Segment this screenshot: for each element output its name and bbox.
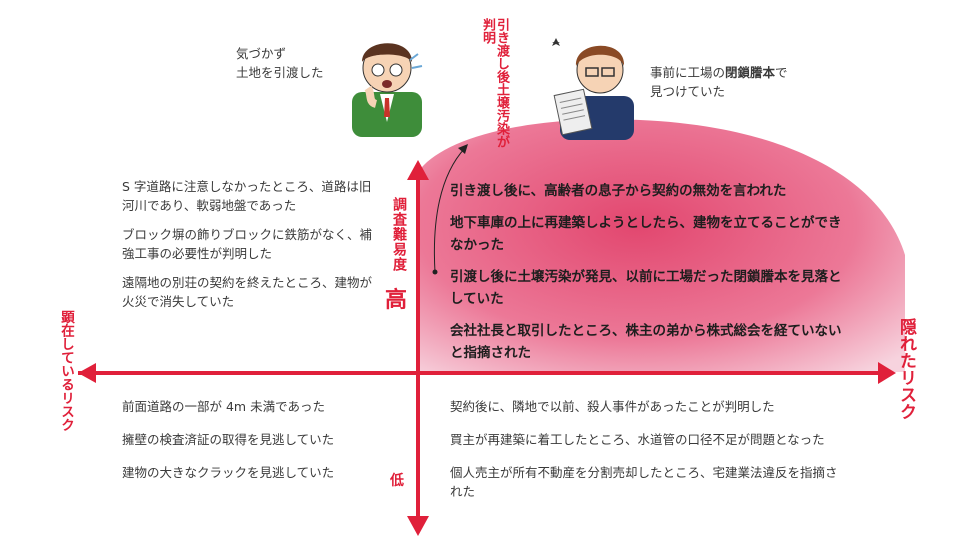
axis-label-difficulty: 調査難易度	[391, 197, 407, 272]
list-item: 前面道路の一部が 4m 未満であった	[122, 399, 325, 414]
left-character-caption: 気づかず 土地を引渡した	[236, 44, 324, 82]
list-item: 擁壁の検査済証の取得を見逃していた	[122, 432, 335, 447]
list-item: 契約後に、隣地で以前、殺人事件があったことが判明した	[450, 399, 775, 414]
quadrant-top-right: 引き渡し後に、高齢者の息子から契約の無効を言われた 地下車庫の上に再建築しようと…	[450, 180, 842, 364]
note-arrow-head	[458, 144, 468, 154]
right-arrowhead	[878, 362, 896, 384]
list-item: 個人売主が所有不動産を分割売却したところ、宅建業法違反を指摘された	[450, 465, 838, 499]
left-caption-line-2: 土地を引渡した	[236, 65, 324, 80]
worried-man-illustration	[352, 43, 423, 137]
right-caption-part-3: で	[775, 65, 788, 80]
quadrant-top-left: S 字道路に注意しなかったところ、道路は旧河川であり、軟弱地盤であった ブロック…	[122, 177, 378, 311]
list-item: ブロック塀の飾りブロックに鉄筋がなく、補強工事の必要性が判明した	[122, 227, 373, 261]
man-with-documents-illustration	[552, 38, 634, 140]
list-item: 地下車庫の上に再建築しようとしたら、建物を立てることができなかった	[450, 215, 842, 253]
list-item: 引き渡し後に、高齢者の息子から契約の無効を言われた	[450, 183, 787, 199]
list-item: S 字道路に注意しなかったところ、道路は旧河川であり、軟弱地盤であった	[122, 179, 372, 213]
axis-label-apparent-risk: 顕在しているリスク	[58, 310, 74, 432]
down-arrowhead	[407, 516, 429, 536]
axis-label-hidden-risk: 隠れたリスク	[896, 318, 916, 420]
list-item: 建物の大きなクラックを見逃していた	[122, 465, 335, 480]
axis-label-high: 高	[385, 288, 408, 313]
up-arrowhead	[407, 160, 429, 180]
note-arrow-dot	[432, 269, 438, 275]
list-item: 会社社長と取引したところ、株主の弟から株式総会を経ていないと指摘された	[450, 323, 842, 361]
list-item: 買主が再建築に着工したところ、水道管の口径不足が問題となった	[450, 432, 825, 447]
left-arrowhead	[78, 363, 96, 383]
right-caption-part-1: 事前に工場の	[650, 65, 726, 80]
right-caption-line-2: 見つけていた	[650, 84, 726, 99]
note-arrow-line	[433, 147, 466, 273]
axis-label-low: 低	[390, 473, 404, 489]
quadrant-bottom-left: 前面道路の一部が 4m 未満であった 擁壁の検査済証の取得を見逃していた 建物の…	[122, 397, 392, 482]
right-caption-emphasis: 閉鎖謄本	[725, 65, 776, 80]
list-item: 引渡し後に土壌汚染が発見、以前に工場だった閉鎖謄本を見落としていた	[450, 269, 842, 307]
arrow-note: 引き渡し後土壌汚染が判明	[480, 18, 509, 148]
quadrant-bottom-right: 契約後に、隣地で以前、殺人事件があったことが判明した 買主が再建築に着工したとこ…	[450, 397, 845, 501]
left-caption-line-1: 気づかず	[236, 46, 287, 61]
right-character-caption: 事前に工場の閉鎖謄本で 見つけていた	[650, 63, 788, 101]
list-item: 遠隔地の別荘の契約を終えたところ、建物が火災で消失していた	[122, 275, 373, 309]
